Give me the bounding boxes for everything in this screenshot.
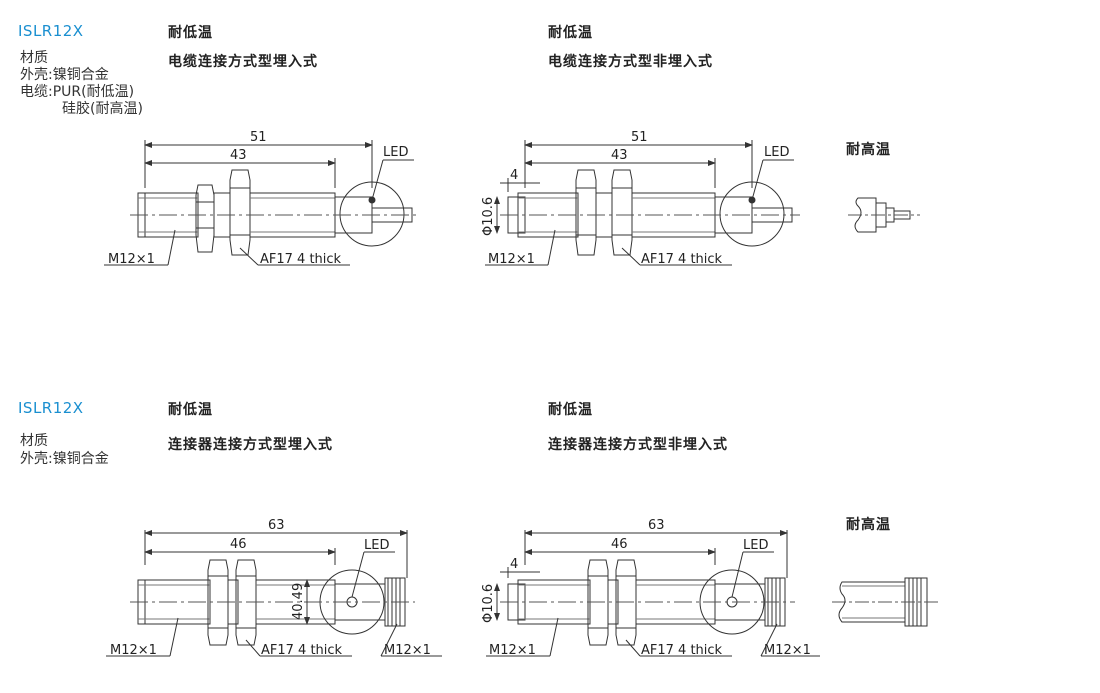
sensor-drawing-cable-embedded: 51 43 LED M12×1 AF17 4 t <box>104 130 420 267</box>
sensor-drawing-connector-non-embedded: 63 46 4 Φ10.6 LED M12×1 AF17 4 thick <box>481 518 820 658</box>
led-label: LED <box>364 538 389 553</box>
variant-temp-label: 耐低温 <box>168 25 213 41</box>
variant-type-label: 连接器连接方式型埋入式 <box>168 437 333 453</box>
model-code: ISLR12X <box>18 22 84 40</box>
dimension-body: 46 <box>230 537 247 552</box>
material-cable-silicone: 硅胶(耐高温) <box>62 101 143 117</box>
dimension-led-position: 40.49 <box>291 583 306 620</box>
dimension-total: 51 <box>250 130 267 145</box>
variant-temp-label: 耐高温 <box>846 142 891 158</box>
material-housing: 外壳:镍铜合金 <box>20 67 109 83</box>
dimension-total: 63 <box>648 518 665 533</box>
model-code: ISLR12X <box>18 399 84 417</box>
nut-label: AF17 4 thick <box>641 643 723 658</box>
dimension-total: 63 <box>268 518 285 533</box>
dimension-protrusion: 4 <box>510 557 518 572</box>
variant-temp-label: 耐高温 <box>846 517 891 533</box>
led-label: LED <box>383 145 408 160</box>
led-label: LED <box>764 145 789 160</box>
dimension-diameter: Φ10.6 <box>481 584 496 623</box>
high-temp-cable-detail <box>848 197 920 233</box>
nut-label: AF17 4 thick <box>261 643 343 658</box>
thread-label: M12×1 <box>110 643 157 658</box>
led-label: LED <box>743 538 768 553</box>
nut-label: AF17 4 thick <box>641 252 723 267</box>
connector-thread-label: M12×1 <box>764 643 811 658</box>
dimension-protrusion: 4 <box>510 168 518 183</box>
nut-label: AF17 4 thick <box>260 252 342 267</box>
variant-temp-label: 耐低温 <box>168 402 213 418</box>
variant-temp-label: 耐低温 <box>548 25 593 41</box>
thread-label: M12×1 <box>488 252 535 267</box>
variant-type-label: 连接器连接方式型非埋入式 <box>548 437 728 453</box>
dimension-total: 51 <box>631 130 648 145</box>
connector-thread-label: M12×1 <box>384 643 431 658</box>
dimension-body: 43 <box>611 148 628 163</box>
high-temp-connector-detail <box>832 577 940 627</box>
sensor-drawing-connector-embedded: 63 46 40.49 LED M12×1 <box>106 518 442 658</box>
sensor-drawing-cable-non-embedded: 51 43 4 Φ10.6 LED M12×1 AF17 4 thick <box>481 130 800 267</box>
thread-label: M12×1 <box>489 643 536 658</box>
variant-temp-label: 耐低温 <box>548 402 593 418</box>
dimension-body: 43 <box>230 148 247 163</box>
variant-type-label: 电缆连接方式型非埋入式 <box>548 54 713 70</box>
material-housing: 外壳:镍铜合金 <box>20 451 109 467</box>
thread-label: M12×1 <box>108 252 155 267</box>
dimension-body: 46 <box>611 537 628 552</box>
material-label: 材质 <box>20 433 48 449</box>
variant-type-label: 电缆连接方式型埋入式 <box>168 54 318 70</box>
material-cable: 电缆:PUR(耐低温) <box>20 84 135 100</box>
material-label: 材质 <box>20 50 48 66</box>
dimension-diameter: Φ10.6 <box>481 197 496 236</box>
